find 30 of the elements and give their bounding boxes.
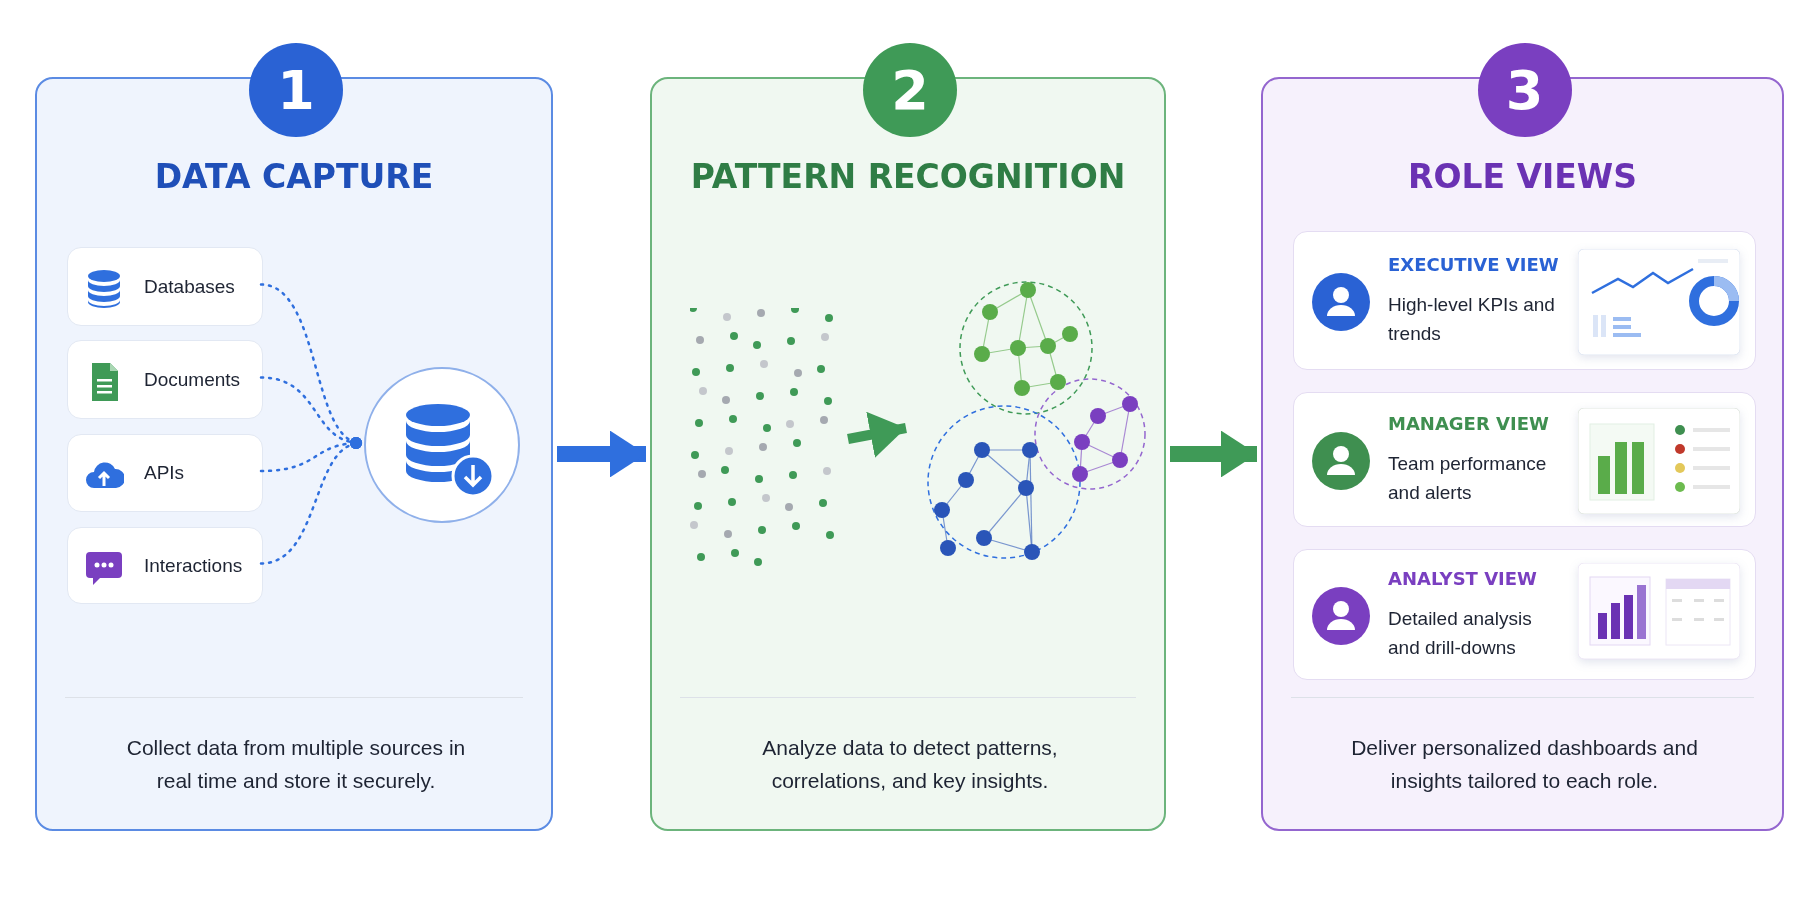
stage-description: Analyze data to detect patterns, correlations, and key insights.: [761, 735, 1059, 794]
role-description: High-level KPIs and trends: [1388, 292, 1556, 346]
source-card: [67, 434, 263, 512]
stage-title: ROLE VIEWS: [1406, 157, 1639, 196]
source-label: Interactions: [144, 554, 243, 577]
stage-title: PATTERN RECOGNITION: [689, 157, 1127, 196]
role-card: [1293, 231, 1756, 370]
stage-title: DATA CAPTURE: [153, 157, 435, 196]
step-number-badge: 1: [249, 43, 343, 137]
role-card: [1293, 549, 1756, 680]
source-card: [67, 340, 263, 419]
source-card: [67, 247, 263, 326]
dotted-connector: [259, 437, 363, 565]
flow-arrow: [1170, 430, 1257, 478]
source-label: Documents: [144, 368, 241, 391]
step-number-badge: 3: [1477, 43, 1572, 137]
flow-arrow: [557, 430, 646, 478]
source-label: Databases: [144, 275, 235, 298]
role-title: MANAGER VIEW: [1388, 412, 1549, 434]
step-number-badge: 2: [863, 43, 957, 137]
flow-arrow: [847, 411, 907, 458]
role-description: Team performance and alerts: [1388, 451, 1548, 505]
role-card: [1293, 392, 1756, 527]
stage-description: Collect data from multiple sources in real time and store it securely.: [125, 735, 467, 794]
source-card: [67, 527, 263, 604]
role-title: EXECUTIVE VIEW: [1388, 253, 1559, 275]
role-title: ANALYST VIEW: [1388, 567, 1537, 589]
stage-description: Deliver personalized dashboards and insights tailored to each role.: [1350, 735, 1699, 794]
source-label: APIs: [144, 462, 185, 484]
role-description: Detailed analysis and drill-downs: [1388, 606, 1533, 660]
